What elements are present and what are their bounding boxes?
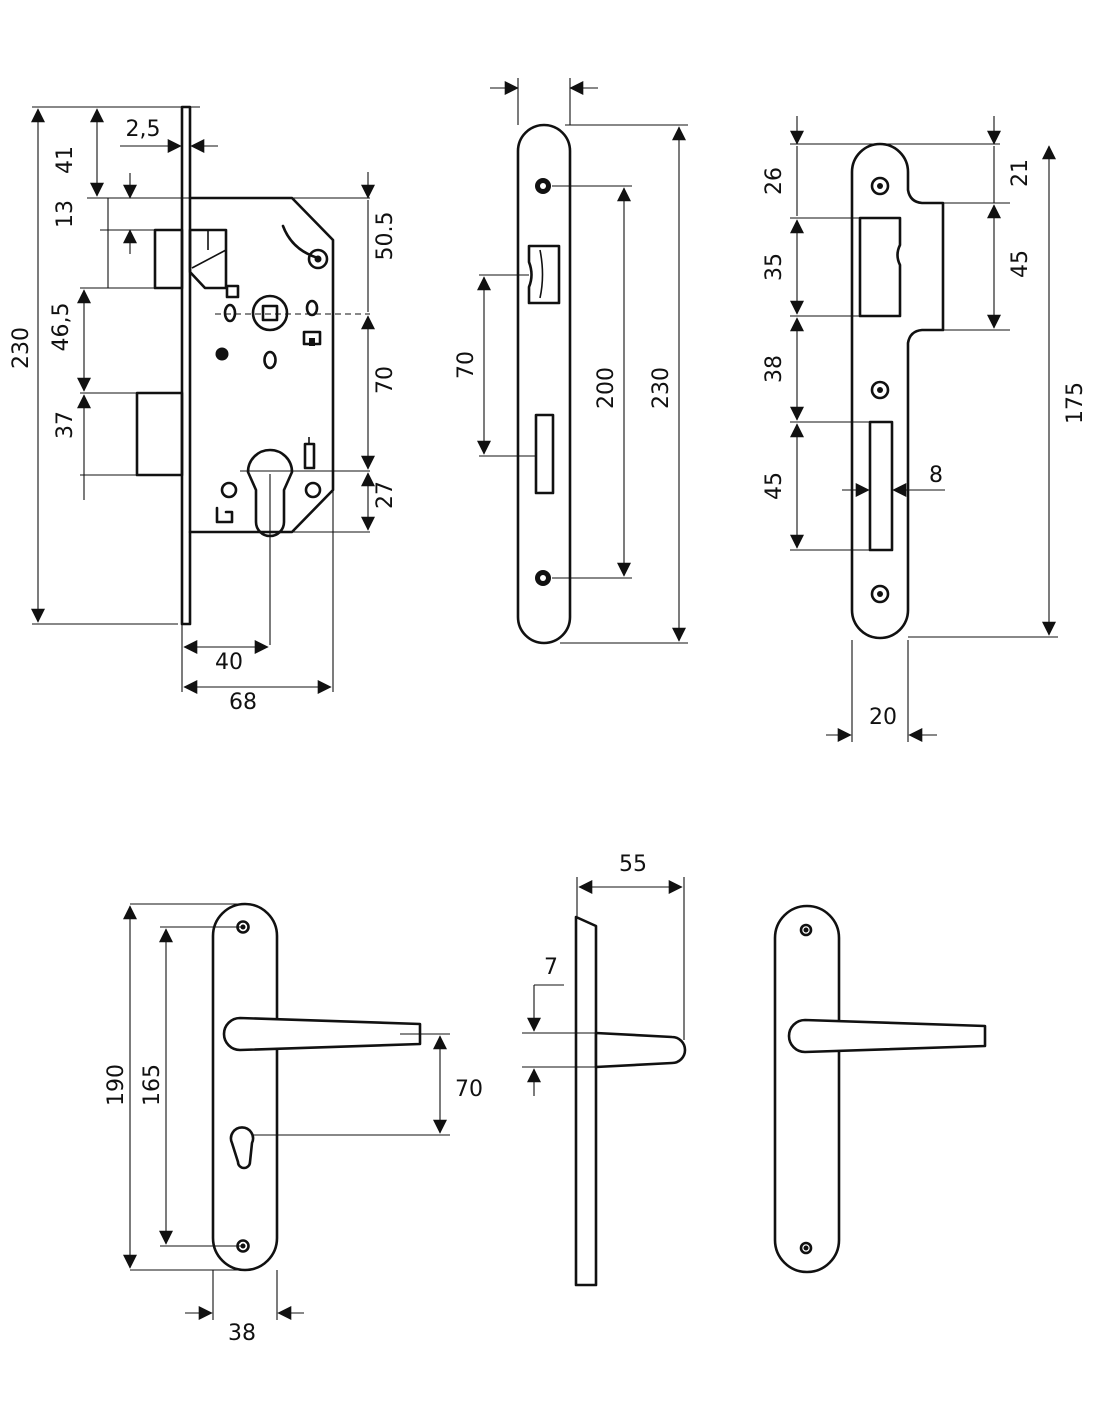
- dim-top-lip: 21: [1008, 159, 1033, 187]
- latch-stop: [225, 284, 240, 299]
- dim-top-to-latch: 26: [762, 167, 787, 195]
- dim-plate-height: 190: [104, 1064, 129, 1106]
- deadbolt: [135, 391, 184, 477]
- dim-bolt-width: 8: [929, 463, 943, 488]
- dim-screw-spacing: 200: [594, 367, 619, 409]
- back-screw-top: [799, 923, 813, 937]
- handle-plate-outline: [211, 902, 279, 1272]
- lock-case-body: [135, 105, 370, 645]
- case-hole: [304, 481, 322, 499]
- dim-gap: 38: [762, 355, 787, 383]
- dim-lever-to-cylinder: 70: [455, 1077, 483, 1102]
- lever-handle: [222, 1016, 422, 1052]
- dim-bolt-height: 37: [53, 411, 78, 439]
- latch-slot: [527, 244, 561, 305]
- follower-slot: [303, 442, 316, 470]
- handle-side-view: 55 7: [522, 852, 687, 1287]
- dim-case-depth: 68: [229, 690, 257, 715]
- dim-latch-to-bolt: 46,5: [49, 303, 74, 352]
- lock-case-view: 230 41 2,5 13 46,5 37 50.5 70 27 40 68: [9, 105, 398, 715]
- case-rivet: [215, 347, 229, 361]
- dim-handle-screw-spacing: 165: [140, 1064, 165, 1106]
- case-hole: [220, 481, 238, 499]
- case-hole: [305, 299, 319, 317]
- case-hole: [263, 350, 277, 370]
- strike-plate-outline: [850, 142, 945, 640]
- bolt-slot: [534, 413, 555, 495]
- latch: [153, 228, 184, 290]
- strike-screw-middle: [870, 380, 890, 400]
- spindle-follower: [251, 294, 289, 332]
- dim-strike-length: 175: [1063, 382, 1088, 424]
- dim-spindle-to-cylinder: 70: [373, 366, 398, 394]
- lever-side: [594, 1031, 687, 1069]
- dim-backset: 40: [215, 650, 243, 675]
- latch-tail: [188, 228, 228, 290]
- faceplate-outline: [516, 123, 572, 645]
- back-screw-bottom: [799, 1241, 813, 1255]
- strike-latch-opening: [858, 216, 902, 318]
- dim-faceplate-thickness: 2,5: [126, 117, 161, 142]
- strike-plate-view: 26 35 38 45 21 45 175 8 20: [762, 116, 1088, 742]
- back-plate-outline: [773, 904, 841, 1274]
- handle-back-view: [773, 904, 987, 1274]
- strike-bolt-opening: [868, 420, 894, 552]
- handle-plate-side: [574, 915, 598, 1287]
- faceplate-edge: [180, 105, 192, 626]
- dim-strike-width: 20: [869, 705, 897, 730]
- keyhole: [229, 1126, 255, 1170]
- dim-faceplate-length: 230: [649, 367, 674, 409]
- case-clip: [215, 506, 234, 524]
- dim-plate-width: 38: [228, 1321, 256, 1346]
- handle-front-view: 190 165 70 38: [104, 902, 483, 1346]
- dim-top-offset: 41: [53, 146, 78, 174]
- spring-lever: [281, 224, 320, 260]
- case-hole: [223, 303, 237, 323]
- dim-latch-opening: 35: [762, 253, 787, 281]
- lever-pivot: [307, 248, 329, 270]
- dim-slot-spacing: 70: [454, 351, 479, 379]
- faceplate-view: 70 200 230: [454, 78, 688, 645]
- back-lever-handle: [787, 1018, 987, 1054]
- dim-latch-height: 13: [53, 200, 78, 228]
- dim-lip-height: 45: [1008, 250, 1033, 278]
- lock-case-dimensions: 230 41 2,5 13 46,5 37 50.5 70 27 40 68: [9, 106, 398, 715]
- dim-cylinder-offset: 27: [373, 481, 398, 509]
- dim-lever-thickness: 7: [544, 955, 558, 980]
- dim-bolt-opening: 45: [762, 472, 787, 500]
- strike-screw-bottom: [870, 584, 890, 604]
- strike-screw-top: [870, 176, 890, 196]
- dim-spindle-offset: 50.5: [373, 212, 398, 261]
- dim-lever-projection: 55: [619, 852, 647, 877]
- dim-case-height: 230: [9, 327, 34, 369]
- spindle-square: [261, 304, 279, 322]
